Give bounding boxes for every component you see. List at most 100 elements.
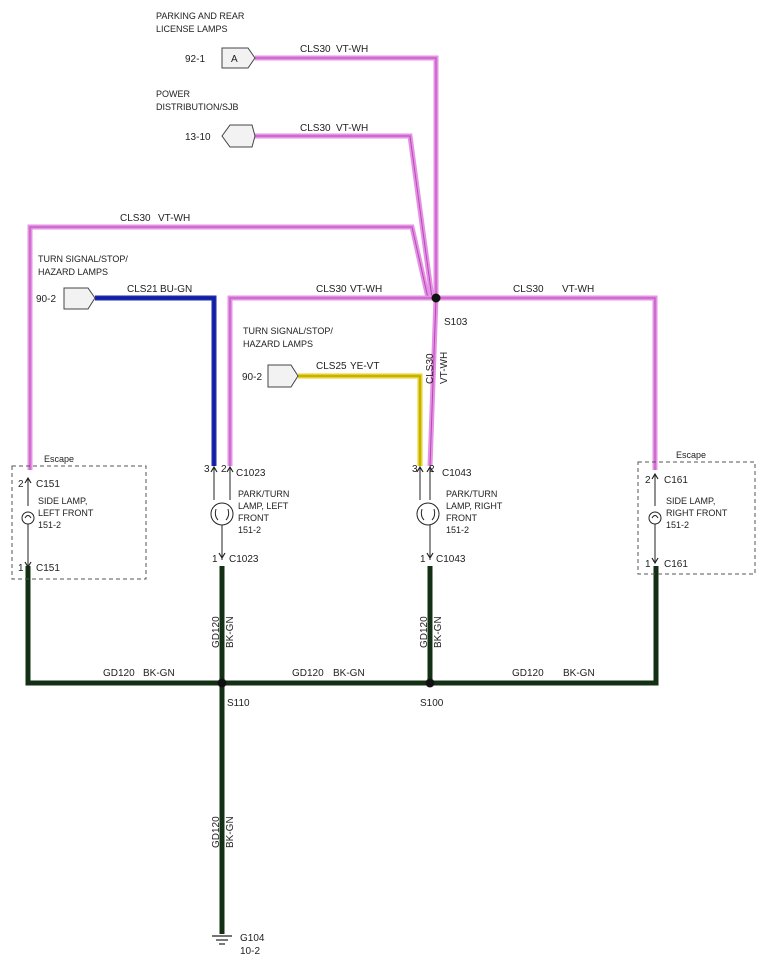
- park-left-ref: 151-2: [238, 525, 261, 535]
- parking-title-2: LICENSE LAMPS: [156, 24, 228, 34]
- side-left-pin-top: 2: [18, 479, 24, 490]
- wire-label-bkgn-vert-bottom: BK-GN: [225, 816, 236, 848]
- wire-label-cls25: CLS25: [316, 361, 347, 372]
- wire-label-cls30-power: CLS30: [300, 123, 331, 134]
- ground-name: G104: [240, 933, 265, 944]
- park-right-conn-bottom: C1043: [436, 554, 466, 565]
- side-left-conn-bottom: C151: [36, 563, 60, 574]
- parking-connector-icon: [221, 47, 256, 69]
- side-left-ref: 151-2: [38, 520, 61, 530]
- power-ref: 13-10: [185, 132, 211, 143]
- park-right-name-2: LAMP, RIGHT: [446, 501, 503, 511]
- side-right-name-1: SIDE LAMP,: [666, 496, 715, 506]
- side-left-pin-bottom-arrow-icon: [24, 561, 32, 569]
- turn-left-connector-icon: [63, 287, 96, 310]
- wire-label-bkgn-mid: BK-GN: [333, 668, 365, 679]
- wire-label-gd120-mid: GD120: [292, 668, 324, 679]
- park-right-bulb-icon: [416, 502, 440, 526]
- splice-s100-label: S100: [420, 698, 444, 709]
- side-right-conn-top: C161: [664, 475, 688, 486]
- park-left-pin-bottom-arrow-icon: [218, 552, 226, 560]
- wire-label-bkgn-right: BK-GN: [563, 668, 595, 679]
- side-right-conn-bottom: C161: [664, 559, 688, 570]
- wire-label-yevt: YE-VT: [350, 361, 379, 372]
- park-left-pin3: 3: [204, 464, 210, 475]
- splice-s100-dot: [425, 678, 435, 688]
- power-title-1: POWER: [156, 89, 191, 99]
- wire-label-vtwh-vertical: VT-WH: [439, 352, 450, 384]
- park-right-pin3: 3: [412, 464, 418, 475]
- wire-label-gd120-right: GD120: [512, 668, 544, 679]
- wire-vt-wh-side-right: [436, 295, 658, 470]
- side-left-bulb-icon: [21, 511, 35, 525]
- power-connector-icon: [221, 124, 256, 148]
- side-right-name-2: RIGHT FRONT: [666, 508, 728, 518]
- wire-label-vtwh-right: VT-WH: [562, 284, 594, 295]
- side-lamp-left-box: [11, 465, 147, 580]
- wire-label-bkgn-left: BK-GN: [143, 668, 175, 679]
- parking-title-1: PARKING AND REAR: [156, 11, 245, 21]
- side-right-escape: Escape: [676, 450, 706, 460]
- park-right-name-1: PARK/TURN: [446, 489, 497, 499]
- turn-right-title-2: HAZARD LAMPS: [243, 339, 313, 349]
- side-left-name-1: SIDE LAMP,: [38, 496, 87, 506]
- splice-s110-label: S110: [227, 698, 250, 709]
- side-right-pin-bottom: 1: [645, 559, 651, 570]
- ground-ref: 10-2: [240, 946, 260, 957]
- splice-s103-label: S103: [444, 317, 468, 328]
- side-left-escape: Escape: [44, 454, 74, 464]
- turn-right-ref: 90-2: [242, 372, 262, 383]
- wire-label-vtwh-top: VT-WH: [158, 213, 190, 224]
- side-left-name-2: LEFT FRONT: [38, 508, 94, 518]
- park-left-bulb-icon: [210, 502, 234, 526]
- wire-label-gd120-left: GD120: [103, 668, 135, 679]
- splice-s110-dot: [217, 678, 227, 688]
- wire-vt-wh-park-right: [427, 297, 439, 467]
- ground-icon: [212, 935, 232, 945]
- wire-ye-vt: [298, 373, 423, 466]
- wire-vt-wh-parking: [255, 55, 439, 298]
- side-left-conn-top: C151: [36, 479, 60, 490]
- wire-label-vtwh-parking: VT-WH: [336, 44, 368, 55]
- park-right-pin-bottom-arrow-icon: [426, 552, 434, 560]
- wire-vt-wh-power: [255, 133, 435, 299]
- wire-label-cls30-right: CLS30: [513, 284, 544, 295]
- parking-connector-label: A: [231, 54, 238, 65]
- wire-label-cls21: CLS21: [127, 284, 158, 295]
- park-right-ref: 151-2: [446, 525, 469, 535]
- side-right-bulb-icon: [648, 511, 662, 525]
- park-right-conn-top: C1043: [442, 468, 472, 479]
- wire-bk-gn: [25, 566, 659, 934]
- side-lamp-right-box: [637, 461, 756, 575]
- turn-right-title-1: TURN SIGNAL/STOP/: [243, 326, 333, 336]
- turn-left-title-2: HAZARD LAMPS: [38, 267, 108, 277]
- wire-label-vtwh-power: VT-WH: [336, 123, 368, 134]
- side-right-pin-bottom-arrow-icon: [651, 557, 659, 565]
- wire-label-cls30-vertical: CLS30: [425, 353, 436, 384]
- park-left-conn-top: C1023: [236, 468, 266, 479]
- side-left-pin-bottom: 1: [18, 563, 24, 574]
- wire-label-cls30-mid: CLS30: [316, 284, 347, 295]
- wire-vt-wh-park-left: [227, 295, 436, 466]
- park-left-name-3: FRONT: [238, 513, 269, 523]
- side-right-pin-top: 2: [645, 475, 651, 486]
- wire-label-gd120-vert-left: GD120: [211, 616, 222, 648]
- park-right-pin-bottom: 1: [420, 554, 426, 565]
- turn-right-connector-icon: [267, 364, 299, 388]
- park-right-name-3: FRONT: [446, 513, 477, 523]
- park-left-name-1: PARK/TURN: [238, 489, 289, 499]
- wire-label-gd120-vert-right: GD120: [419, 616, 430, 648]
- wire-label-vtwh-mid: VT-WH: [350, 284, 382, 295]
- wire-label-gd120-vert-bottom: GD120: [211, 816, 222, 848]
- wire-bu-gn: [95, 295, 217, 466]
- wire-vt-wh-side-left: [27, 224, 431, 470]
- parking-ref: 92-1: [185, 54, 205, 65]
- turn-left-title-1: TURN SIGNAL/STOP/: [38, 254, 128, 264]
- wire-label-bkgn-vert-left: BK-GN: [225, 616, 236, 648]
- wire-label-cls30-top: CLS30: [120, 213, 151, 224]
- park-left-conn-bottom: C1023: [229, 554, 259, 565]
- park-left-pin-bottom: 1: [212, 554, 218, 565]
- splice-s103-dot: [431, 293, 441, 303]
- power-title-2: DISTRIBUTION/SJB: [156, 102, 239, 112]
